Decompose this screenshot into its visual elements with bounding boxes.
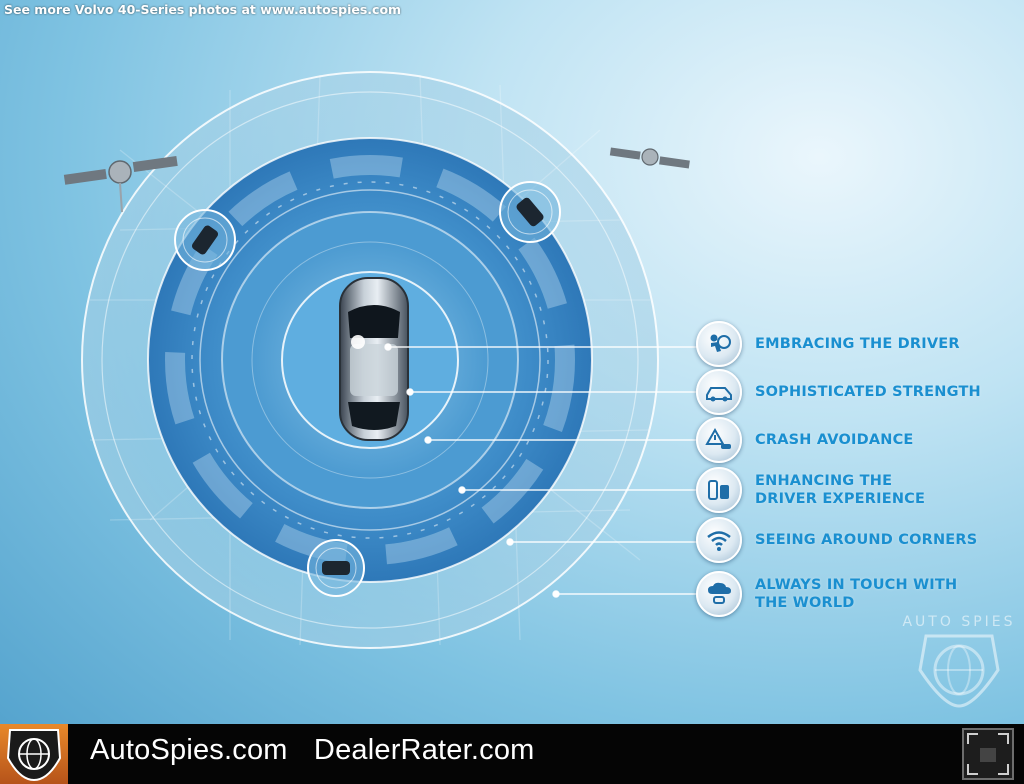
photo-source-banner: See more Volvo 40-Series photos at www.a… xyxy=(4,2,402,17)
feature-label: SOPHISTICATED STRENGTH xyxy=(755,384,981,400)
callout-lines xyxy=(384,343,698,598)
autospies-watermark: AUTO SPIES xyxy=(894,614,1024,714)
feature-label: ALWAYS IN TOUCH WITH THE WORLD xyxy=(755,577,958,611)
feature-embracing-driver: EMBRACING THE DRIVER xyxy=(696,321,1016,367)
footer-site-links: AutoSpies.com DealerRater.com xyxy=(90,734,553,767)
feature-seeing-around-corners: SEEING AROUND CORNERS xyxy=(696,517,1016,563)
car-frame-icon xyxy=(696,369,742,415)
watermark-text: AUTO SPIES xyxy=(902,614,1016,630)
feature-crash-avoidance: CRASH AVOIDANCE xyxy=(696,417,1016,463)
autospies-link[interactable]: AutoSpies.com xyxy=(90,734,288,766)
globe-logo-icon xyxy=(918,634,1000,708)
nearby-vehicles xyxy=(174,181,561,597)
globe-shield-icon xyxy=(6,729,62,782)
satellite-icon xyxy=(609,147,690,169)
feature-label: EMBRACING THE DRIVER xyxy=(755,336,960,352)
feature-label: CRASH AVOIDANCE xyxy=(755,432,914,448)
warning-car-icon xyxy=(696,417,742,463)
fullscreen-button[interactable] xyxy=(962,728,1014,780)
wifi-signal-icon xyxy=(696,517,742,563)
feature-driver-experience: ENHANCING THE DRIVER EXPERIENCE xyxy=(696,467,1016,513)
dashboard-icon xyxy=(696,467,742,513)
expand-icon xyxy=(967,733,1009,775)
autospies-logo[interactable] xyxy=(0,724,68,784)
satellite-icon xyxy=(63,156,178,213)
feature-label: SEEING AROUND CORNERS xyxy=(755,532,978,548)
feature-label: ENHANCING THE DRIVER EXPERIENCE xyxy=(755,473,926,507)
cloud-connect-icon xyxy=(696,571,742,617)
feature-always-in-touch: ALWAYS IN TOUCH WITH THE WORLD xyxy=(696,571,1016,617)
site-footer: AutoSpies.com DealerRater.com xyxy=(0,724,1024,784)
volvo-safety-infographic xyxy=(63,72,698,648)
volvo-car-topview xyxy=(339,277,409,441)
dealerrater-link[interactable]: DealerRater.com xyxy=(313,734,535,766)
airbag-driver-icon xyxy=(696,321,742,367)
feature-sophisticated-strength: SOPHISTICATED STRENGTH xyxy=(696,369,1016,415)
